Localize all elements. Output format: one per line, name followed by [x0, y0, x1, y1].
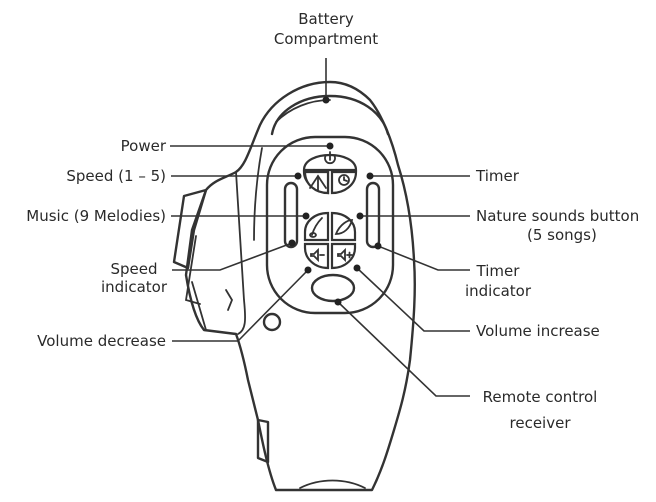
remote-receiver-label-line1: Remote control: [483, 388, 598, 406]
volume-increase-button[interactable]: [330, 242, 357, 270]
nature-label-line1: Nature sounds button: [476, 207, 639, 225]
music-label: Music (9 Melodies): [26, 207, 166, 225]
music-button[interactable]: [303, 211, 330, 242]
timer-indicator-bar: [365, 181, 381, 249]
battery-label-line2: Compartment: [274, 30, 378, 48]
speaker-minus-icon: [310, 247, 325, 263]
volume-increase-label: Volume increase: [476, 322, 600, 340]
speed-indicator-label-line1: Speed: [110, 260, 157, 278]
speed-label: Speed (1 – 5): [66, 167, 166, 185]
timer-indicator-label-line1: Timer: [476, 262, 521, 280]
volume-decrease-label: Volume decrease: [37, 332, 166, 350]
timer-label: Timer: [475, 167, 520, 185]
nature-sounds-button[interactable]: [330, 211, 357, 242]
leader-lines: [170, 58, 470, 397]
timer-indicator-label-line2: indicator: [465, 282, 532, 300]
speaker-plus-icon: [337, 247, 353, 263]
speed-indicator-bar: [283, 181, 299, 249]
speed-arrow-icon: [309, 174, 327, 191]
power-label: Power: [121, 137, 167, 155]
battery-label-line1: Battery: [298, 10, 354, 28]
speed-indicator-label-line2: indicator: [101, 278, 168, 296]
leaf-icon: [334, 219, 354, 235]
nature-label-line2: (5 songs): [527, 226, 597, 244]
speed-button[interactable]: [302, 170, 330, 195]
power-icon: [324, 151, 336, 164]
volume-decrease-button[interactable]: [303, 242, 330, 270]
control-panel: [265, 135, 395, 315]
music-note-icon: [309, 217, 323, 238]
power-button[interactable]: [302, 151, 358, 172]
remote-receiver-label-line2: receiver: [510, 414, 572, 432]
device-body: [172, 80, 416, 492]
clock-icon: [338, 174, 350, 186]
timer-button[interactable]: [330, 170, 358, 195]
remote-receiver: [310, 273, 356, 303]
